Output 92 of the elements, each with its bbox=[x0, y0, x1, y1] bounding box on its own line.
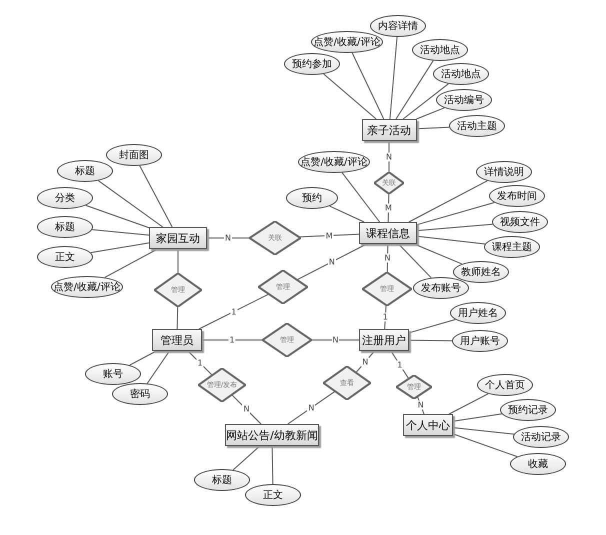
attribute-ellipse: 发布账号 bbox=[413, 277, 469, 299]
cardinality-label: N bbox=[361, 357, 370, 366]
connector-line bbox=[416, 126, 450, 130]
entity-box: 课程信息 bbox=[359, 222, 417, 244]
connector-line bbox=[416, 107, 445, 120]
attribute-ellipse: 教师姓名 bbox=[453, 261, 509, 283]
connector-line bbox=[329, 206, 365, 222]
entity-box: 网站公告/幼教新闻 bbox=[225, 424, 319, 446]
attribute-ellipse: 预约记录 bbox=[500, 399, 556, 421]
cardinality-label: 1 bbox=[230, 307, 238, 316]
connector-line bbox=[452, 427, 514, 435]
attribute-ellipse: 点赞/收藏/评论 bbox=[298, 151, 370, 173]
connector-line bbox=[408, 180, 488, 222]
cardinality-label: N bbox=[224, 234, 232, 242]
connector-line bbox=[388, 193, 390, 222]
cardinality-label: N bbox=[385, 152, 393, 161]
connector-line bbox=[452, 433, 518, 458]
cardinality-label: 1 bbox=[396, 360, 404, 370]
attribute-ellipse: 个人首页 bbox=[477, 374, 533, 396]
connector-line bbox=[396, 60, 434, 120]
entity-box: 管理员 bbox=[152, 329, 202, 351]
attribute-ellipse: 标题 bbox=[37, 216, 93, 238]
connector-line bbox=[402, 83, 449, 120]
cardinality-label: N bbox=[242, 404, 250, 414]
attribute-ellipse: 封面图 bbox=[106, 144, 162, 166]
connector-line bbox=[416, 202, 495, 226]
attribute-ellipse: 正文 bbox=[245, 484, 301, 506]
cardinality-label: 1 bbox=[228, 336, 236, 344]
attribute-ellipse: 账号 bbox=[85, 363, 141, 385]
connector-line bbox=[352, 52, 384, 120]
cardinality-label: 1 bbox=[382, 312, 389, 322]
cardinality-label: N bbox=[416, 400, 425, 410]
entity-box: 亲子活动 bbox=[362, 119, 416, 141]
attribute-ellipse: 课程主题 bbox=[484, 236, 540, 258]
connector-line bbox=[342, 172, 380, 222]
connector-line bbox=[388, 140, 390, 172]
connector-line bbox=[398, 244, 432, 278]
connector-line bbox=[104, 248, 158, 278]
connector-line bbox=[416, 236, 486, 244]
entity-box: 个人中心 bbox=[403, 414, 453, 436]
connector-line bbox=[139, 165, 173, 228]
attribute-ellipse: 用户姓名 bbox=[450, 302, 506, 324]
attribute-ellipse: 预约参加 bbox=[284, 53, 340, 75]
entity-box: 注册用户 bbox=[359, 329, 409, 351]
connector-line bbox=[408, 319, 456, 334]
connector-line bbox=[98, 180, 164, 228]
connector-line bbox=[198, 294, 270, 330]
connector-line bbox=[389, 36, 398, 120]
cardinality-label: N bbox=[384, 254, 392, 263]
attribute-ellipse: 密码 bbox=[112, 383, 168, 405]
connector-line bbox=[416, 224, 494, 232]
cardinality-label: M bbox=[324, 231, 334, 240]
cardinality-label: N bbox=[332, 336, 340, 344]
connector-line bbox=[90, 242, 150, 254]
connector-line bbox=[85, 204, 150, 228]
attribute-ellipse: 点赞/收藏/评论 bbox=[311, 31, 383, 53]
cardinality-label: M bbox=[384, 203, 393, 212]
attribute-ellipse: 点赞/收藏/评论 bbox=[51, 276, 123, 298]
attribute-ellipse: 活动编号 bbox=[436, 89, 492, 111]
connector-line bbox=[232, 446, 260, 470]
attribute-ellipse: 活动记录 bbox=[513, 426, 569, 448]
entity-box: 家园互动 bbox=[149, 227, 207, 249]
attribute-ellipse: 正文 bbox=[37, 246, 93, 268]
connector-line bbox=[298, 234, 360, 238]
attribute-ellipse: 内容详情 bbox=[370, 15, 426, 37]
connector-line bbox=[272, 446, 274, 484]
attribute-ellipse: 详情说明 bbox=[476, 161, 532, 183]
connector-line bbox=[287, 390, 336, 424]
connector-line bbox=[448, 393, 489, 414]
connector-line bbox=[323, 74, 377, 120]
attribute-ellipse: 预约 bbox=[286, 187, 338, 209]
cardinality-label: N bbox=[328, 257, 336, 266]
attribute-ellipse: 用户账号 bbox=[452, 330, 508, 352]
cardinality-label: 1 bbox=[196, 358, 204, 368]
attribute-ellipse: 收藏 bbox=[510, 453, 566, 475]
connector-line bbox=[92, 229, 150, 236]
attribute-ellipse: 分类 bbox=[37, 187, 93, 209]
connector-line bbox=[296, 244, 368, 280]
connector-line bbox=[129, 350, 157, 366]
attribute-ellipse: 活动地点 bbox=[433, 63, 489, 85]
attribute-ellipse: 标题 bbox=[57, 160, 113, 182]
attribute-ellipse: 视频文件 bbox=[492, 211, 548, 233]
connector-line bbox=[452, 413, 502, 422]
connector-line bbox=[386, 244, 388, 273]
attribute-ellipse: 标题 bbox=[194, 469, 250, 491]
attribute-ellipse: 活动主题 bbox=[449, 115, 505, 137]
connector-line bbox=[176, 306, 178, 330]
connector-line bbox=[408, 340, 452, 342]
attribute-ellipse: 发布时间 bbox=[489, 185, 545, 207]
cardinality-label: N bbox=[307, 403, 316, 412]
attribute-ellipse: 活动地点 bbox=[412, 39, 468, 61]
connector-line bbox=[414, 244, 462, 264]
